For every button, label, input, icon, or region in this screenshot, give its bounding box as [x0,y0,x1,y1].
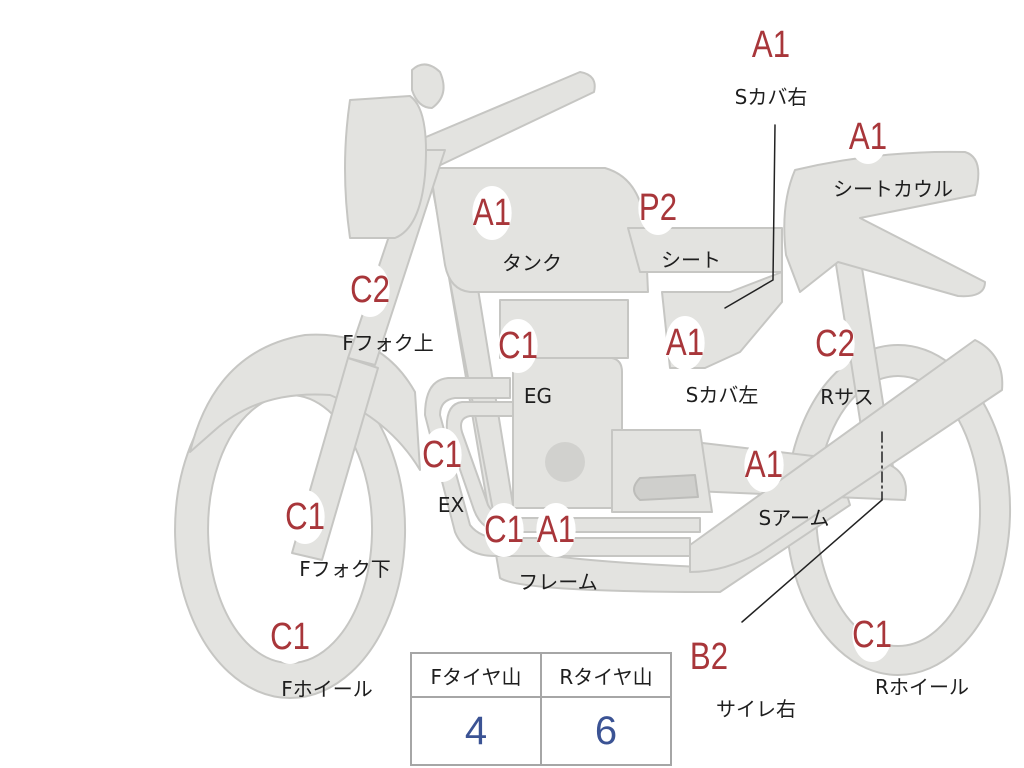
part-label: Rホイール [875,675,969,699]
grade-badge: C1 [484,503,524,557]
grade-badge: C2 [815,317,855,371]
part-label: EG [523,384,553,408]
leader-line-muffler [741,499,883,623]
marker-seat-cowl: A1 シートカウル [833,110,953,201]
part-label: シート [661,248,721,272]
grade-badge: B2 [689,630,729,684]
front-tire-value: 4 [410,696,542,766]
grade-badge: A1 [751,18,791,72]
marker-frame: C1 A1 フレーム [484,503,598,594]
marker-front-fork-lower: C1 Fフォク下 [285,490,391,581]
grade-badge: C1 [422,428,462,482]
part-label: EX [437,493,465,517]
tire-tread-table: Fタイヤ山 Rタイヤ山 4 6 [410,652,672,766]
part-label: Fフォク下 [299,557,391,581]
marker-seat: P2 シート [638,181,721,272]
marker-front-wheel: C1 Fホイール [270,610,373,701]
seat-cowl-shape [783,150,986,298]
rear-tire-value: 6 [540,696,672,766]
part-label: タンク [502,251,562,275]
grade-badge: A1 [848,110,888,164]
marker-side-cover-right: A1 Sカバ右 [735,18,807,109]
grade-badge: C1 [285,490,325,544]
part-label: Fフォク上 [342,331,434,355]
grade-badge: A1 [744,438,784,492]
front-tire-header: Fタイヤ山 [410,652,542,698]
part-label: シートカウル [833,177,953,201]
rear-wheel-shape [785,344,1012,676]
grade-badge: C2 [350,263,390,317]
headlight-shape [344,95,427,239]
part-label: フレーム [518,570,598,594]
leader-line-side-cover-right [724,124,776,309]
grade-badge-secondary: A1 [536,503,576,557]
marker-exhaust: C1 EX [422,428,464,517]
grade-badge: A1 [472,186,512,240]
marker-rear-wheel: C1 Rホイール [852,608,969,699]
grade-badge: C1 [852,608,892,662]
engine-block-shape [512,357,623,509]
marker-rear-suspension: C2 Rサス [815,317,874,409]
marker-muffler-right: B2 サイレ右 [689,630,796,721]
part-label: Sカバ左 [685,383,759,407]
grade-badge: C1 [270,610,310,664]
part-label: Sカバ右 [734,85,808,109]
grade-badge: A1 [665,316,705,370]
part-label: Sアーム [758,506,830,530]
mirror-shape [411,63,445,109]
marker-engine: C1 EG [498,319,552,408]
part-label: Fホイール [281,677,373,701]
seat-shape [627,227,783,273]
marker-side-cover-left: A1 Sカバ左 [665,316,758,407]
part-label: サイレ右 [716,697,796,721]
muffler-shape [689,339,1004,573]
marker-swing-arm: A1 Sアーム [744,438,829,530]
grade-badge: P2 [638,181,678,235]
grade-badge: C1 [498,319,538,373]
shift-lever-shape [633,474,699,501]
engine-cover-circle [545,442,585,482]
rear-tire-header: Rタイヤ山 [540,652,672,698]
marker-tank: A1 タンク [472,186,562,275]
part-label: Rサス [820,385,874,409]
marker-front-fork-upper: C2 Fフォク上 [342,263,434,355]
